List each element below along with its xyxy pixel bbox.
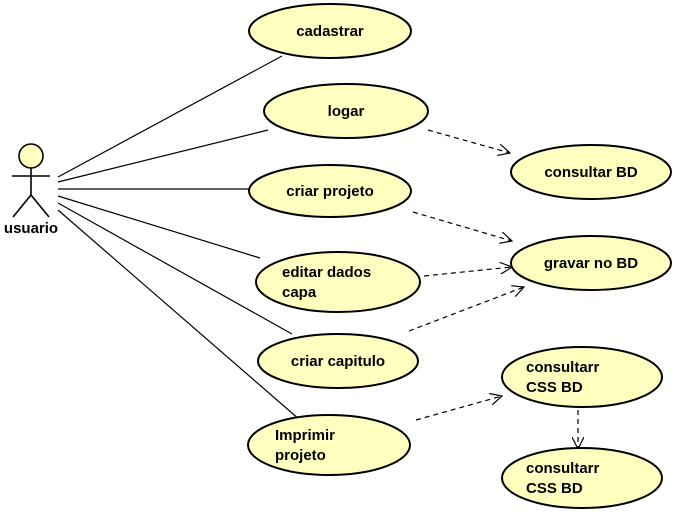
- actor-stick-figure-icon: [12, 143, 50, 218]
- use-cases: cadastrar logar criar projeto editar dados c…: [247, 3, 672, 509]
- actor-group: usuario: [4, 143, 58, 237]
- use-case-label: criar projeto: [286, 183, 374, 200]
- use-case-ellipse: [501, 447, 663, 509]
- dependency-arrow-logar-to-consultar-bd: [427, 129, 510, 153]
- use-case-ellipse: [263, 83, 429, 139]
- actor-left-leg: [12, 194, 32, 218]
- use-case-label: logar: [328, 103, 365, 120]
- use-case-editar-dados-capa[interactable]: editar dados capa: [255, 251, 421, 313]
- actor-head: [18, 143, 44, 169]
- use-case-label: CSS BD: [526, 480, 583, 497]
- use-case-label: cadastrar: [296, 23, 364, 40]
- use-case-ellipse: [247, 414, 411, 476]
- use-case-consultar-bd[interactable]: consultar BD: [510, 144, 672, 200]
- use-case-label: CSS BD: [526, 379, 583, 396]
- use-case-ellipse: [248, 164, 412, 218]
- use-case-label: consultarr: [526, 359, 600, 376]
- use-case-label: projeto: [275, 447, 326, 464]
- use-case-label: editar dados: [282, 264, 371, 281]
- dependencies: [408, 129, 578, 449]
- use-case-imprimir-projeto[interactable]: Imprimir projeto: [247, 414, 411, 476]
- actor-usuario[interactable]: usuario: [4, 143, 58, 237]
- association-line-cadastrar: [57, 55, 283, 178]
- use-case-ellipse: [257, 333, 419, 389]
- use-case-ellipse: [510, 235, 672, 291]
- use-case-cadastrar[interactable]: cadastrar: [248, 3, 412, 59]
- use-case-label: criar capitulo: [291, 353, 385, 370]
- use-case-criar-capitulo[interactable]: criar capitulo: [257, 333, 419, 389]
- actor-right-leg: [30, 194, 50, 218]
- use-case-ellipse: [255, 251, 421, 313]
- association-line-criar-capitulo: [57, 202, 293, 335]
- use-case-label: consultarr: [526, 460, 600, 477]
- use-case-logar[interactable]: logar: [263, 83, 429, 139]
- use-case-label: gravar no BD: [544, 255, 638, 272]
- actor-label: usuario: [4, 220, 58, 237]
- dependency-arrow-editar-dados-capa-to-gravar-no-bd: [423, 267, 512, 277]
- association-line-editar-dados-capa: [57, 195, 261, 259]
- use-case-label: Imprimir: [275, 427, 335, 444]
- dependency-arrow-criar-projeto-to-gravar-no-bd: [412, 211, 512, 241]
- use-case-ellipse: [501, 346, 663, 408]
- association-line-logar: [57, 129, 269, 183]
- use-case-label: capa: [282, 284, 317, 301]
- use-case-ellipse: [510, 144, 672, 200]
- associations: [57, 55, 301, 421]
- dependency-arrow-criar-capitulo-to-gravar-no-bd: [408, 287, 524, 332]
- use-case-label: consultar BD: [544, 164, 638, 181]
- use-case-ellipse: [248, 3, 412, 59]
- use-case-criar-projeto[interactable]: criar projeto: [248, 164, 412, 218]
- dependency-arrow-imprimir-projeto-to-consultarr-css-bd-1: [415, 396, 502, 421]
- association-line-imprimir-projeto: [57, 209, 301, 421]
- use-case-gravar-no-bd[interactable]: gravar no BD: [510, 235, 672, 291]
